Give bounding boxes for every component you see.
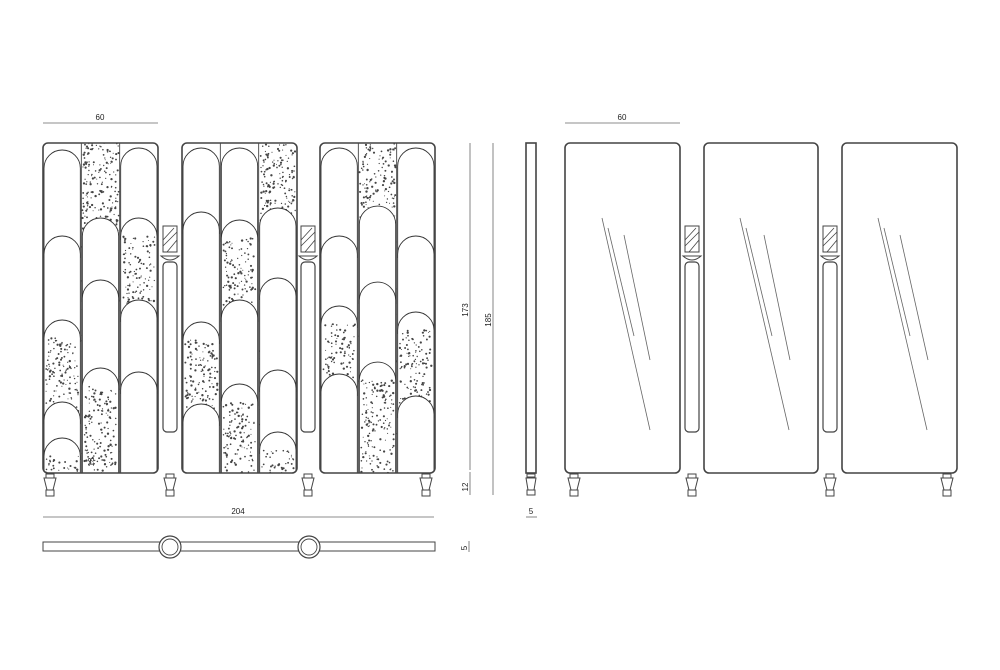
plan-hinge-2-inner bbox=[300, 538, 318, 556]
side-foot bbox=[525, 473, 537, 496]
plan-bar bbox=[42, 541, 436, 552]
side-profile bbox=[525, 142, 537, 474]
plan-hinge-1-inner bbox=[161, 538, 179, 556]
mirror-screen-front-view: 60 bbox=[564, 113, 958, 497]
plan-view: 5 bbox=[42, 535, 470, 559]
overall-height-label: 185 bbox=[484, 313, 493, 327]
patterned-screen-front-view: 60 13 204 bbox=[42, 113, 436, 518]
patterned-panel-2 bbox=[181, 142, 298, 474]
mirror-panel-width-label: 60 bbox=[618, 113, 627, 122]
plan-thickness-label: 5 bbox=[460, 545, 469, 550]
feet bbox=[43, 473, 433, 497]
mirror-panel-3 bbox=[841, 142, 958, 474]
panel-height-label: 173 bbox=[461, 303, 470, 317]
side-view: 173 12 185 5 bbox=[461, 142, 537, 518]
mirror-hinge-connectors bbox=[681, 225, 841, 433]
foot-height-label: 12 bbox=[461, 482, 470, 491]
overall-width-label: 204 bbox=[231, 507, 245, 516]
panel-width-label: 60 bbox=[96, 113, 105, 122]
hinge-connectors bbox=[159, 225, 319, 433]
inner-gap-label: 13 bbox=[87, 457, 96, 466]
mirror-reflection-lines bbox=[601, 217, 929, 431]
side-thickness-label: 5 bbox=[529, 507, 534, 516]
patterned-panel-1 bbox=[42, 142, 159, 474]
mirror-feet bbox=[567, 473, 954, 497]
patterned-panel-3 bbox=[319, 142, 436, 474]
